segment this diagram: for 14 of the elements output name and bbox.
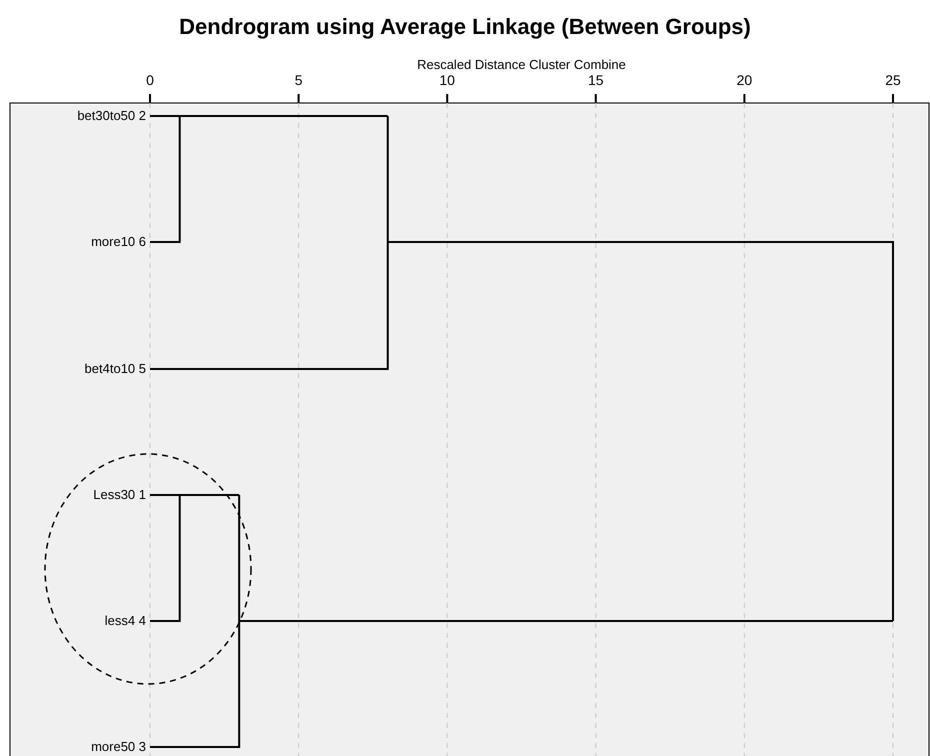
tick-label: 20 — [736, 73, 754, 88]
axis-title: Rescaled Distance Cluster Combine — [416, 57, 627, 72]
leaf-label: Less30 1 — [93, 487, 146, 502]
leaf-label: more10 6 — [91, 234, 146, 249]
tick-label: 0 — [145, 73, 155, 88]
leaf-label: bet30to50 2 — [77, 108, 146, 123]
tick-label: 5 — [294, 73, 304, 88]
leaf-label: less4 4 — [104, 613, 146, 628]
tick-label: 15 — [587, 73, 605, 88]
chart-title: Dendrogram using Average Linkage (Between Groups) — [178, 14, 752, 40]
leaf-label: more50 3 — [91, 739, 146, 754]
tick-label: 10 — [438, 73, 456, 88]
leaf-label: bet4to10 5 — [84, 361, 146, 376]
tick-label: 25 — [884, 73, 902, 88]
